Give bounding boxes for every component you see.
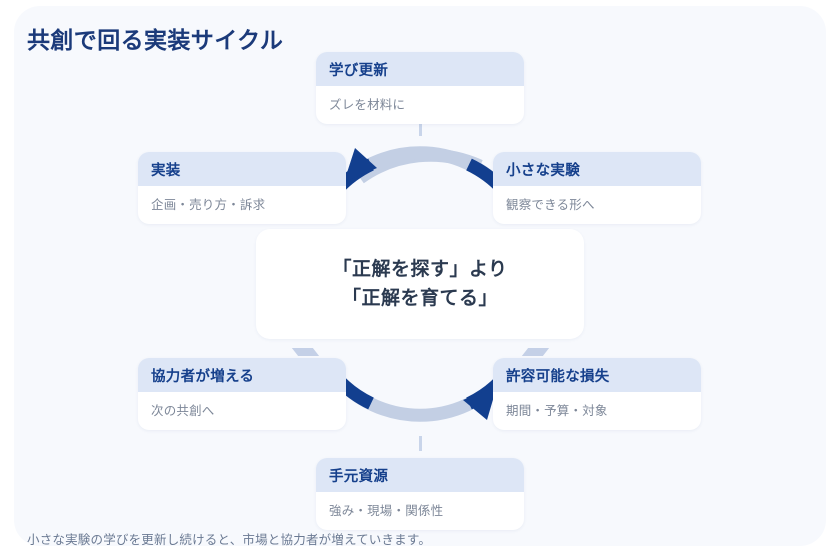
node-title: 学び更新 bbox=[316, 52, 524, 86]
center-statement-line-2: 「正解を育てる」 bbox=[341, 288, 498, 309]
node-subtitle: 企画・売り方・訴求 bbox=[151, 198, 266, 212]
node-title: 手元資源 bbox=[316, 458, 524, 492]
center-statement-panel: 「正解を探す」より 「正解を育てる」 bbox=[256, 229, 584, 339]
node-card-collaborators[interactable]: 協力者が増える 次の共創へ bbox=[138, 358, 346, 430]
node-title: 実装 bbox=[138, 152, 346, 186]
node-card-implement[interactable]: 実装 企画・売り方・訴求 bbox=[138, 152, 346, 224]
node-title: 許容可能な損失 bbox=[493, 358, 701, 392]
connector-bottom bbox=[419, 436, 422, 451]
node-card-at-hand-means[interactable]: 手元資源 強み・現場・関係性 bbox=[316, 458, 524, 530]
footer-caption: 小さな実験の学びを更新し続けると、市場と協力者が増えていきます。 bbox=[27, 533, 432, 547]
node-card-learn-update[interactable]: 学び更新 ズレを材料に bbox=[316, 52, 524, 124]
node-subtitle: 期間・予算・対象 bbox=[506, 404, 608, 418]
node-card-small-experiment[interactable]: 小さな実験 観察できる形へ bbox=[493, 152, 701, 224]
connector-top bbox=[419, 121, 422, 136]
node-subtitle: ズレを材料に bbox=[329, 98, 406, 112]
node-card-affordable-loss[interactable]: 許容可能な損失 期間・予算・対象 bbox=[493, 358, 701, 430]
node-subtitle: 次の共創へ bbox=[151, 404, 215, 418]
center-statement-line-1: 「正解を探す」より bbox=[332, 258, 508, 280]
node-title: 協力者が増える bbox=[138, 358, 346, 392]
node-subtitle: 観察できる形へ bbox=[506, 198, 595, 212]
page-title: 共創で回る実装サイクル bbox=[27, 27, 284, 53]
node-title: 小さな実験 bbox=[493, 152, 701, 186]
node-subtitle: 強み・現場・関係性 bbox=[329, 504, 444, 518]
